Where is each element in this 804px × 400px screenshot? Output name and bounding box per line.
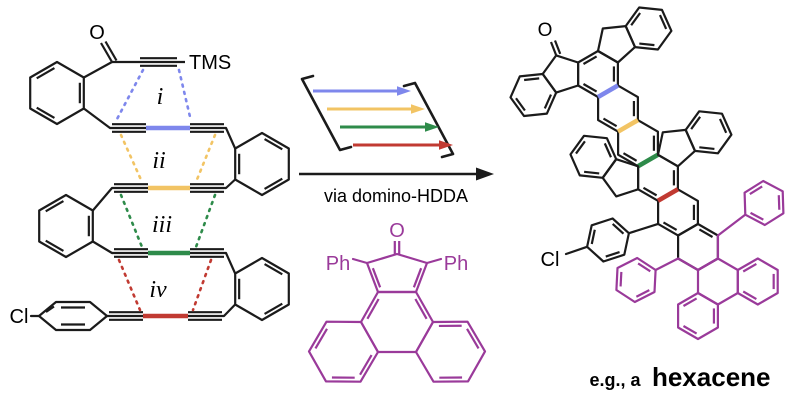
step-numeral-ii: ii bbox=[152, 148, 165, 174]
dash-i-right bbox=[177, 68, 193, 123]
precursor-structure: O TMS Cl i ii iii iv bbox=[10, 22, 290, 332]
dash-iii-right bbox=[194, 193, 217, 249]
dash-ii-left bbox=[119, 133, 144, 184]
dash-iii-left bbox=[119, 193, 144, 249]
product-oxygen-label: O bbox=[538, 20, 553, 41]
step-numeral-i: i bbox=[157, 84, 164, 110]
cascade-arrowhead-blue bbox=[397, 86, 411, 96]
precursor-chloro-label: Cl bbox=[10, 306, 29, 328]
right-bracket bbox=[402, 81, 455, 159]
product-caption: e.g., a hexacene bbox=[589, 362, 770, 392]
phencyclone-structure: O Ph Ph bbox=[307, 220, 487, 383]
cascade-arrowhead-green bbox=[425, 122, 439, 132]
reaction-conditions: via domino-HDDA bbox=[299, 74, 494, 206]
product-bonds bbox=[509, 6, 785, 341]
product-structure: O Cl bbox=[509, 6, 785, 341]
reaction-arrow-label: via domino-HDDA bbox=[324, 186, 468, 206]
dash-iv-right bbox=[191, 258, 213, 312]
phencyclone-oxygen-label: O bbox=[389, 220, 405, 242]
dash-ii-right bbox=[194, 133, 217, 184]
dash-iv-left bbox=[117, 258, 142, 312]
cascade-arrowhead-yellow bbox=[411, 104, 425, 114]
cascade-arrowhead-red bbox=[439, 140, 453, 150]
phencyclone-ph-right-label: Ph bbox=[444, 253, 468, 275]
hdda-pairing-dashes bbox=[114, 68, 217, 312]
caption-prefix: e.g., a bbox=[589, 370, 641, 390]
step-numeral-iv: iv bbox=[149, 277, 167, 303]
precursor-oxygen-label: O bbox=[89, 22, 105, 44]
phencyclone-ph-left-label: Ph bbox=[326, 253, 350, 275]
dash-i-left bbox=[114, 68, 145, 123]
precursor-tms-label: TMS bbox=[189, 52, 231, 74]
phencyclone-bonds bbox=[307, 241, 487, 383]
step-numeral-iii: iii bbox=[152, 212, 172, 238]
precursor-bonds bbox=[29, 40, 290, 332]
left-bracket bbox=[300, 74, 353, 152]
product-chloro-label: Cl bbox=[541, 249, 560, 271]
cascade-arrows bbox=[313, 86, 453, 150]
reaction-arrowhead bbox=[476, 167, 494, 181]
caption-compound: hexacene bbox=[652, 362, 771, 392]
